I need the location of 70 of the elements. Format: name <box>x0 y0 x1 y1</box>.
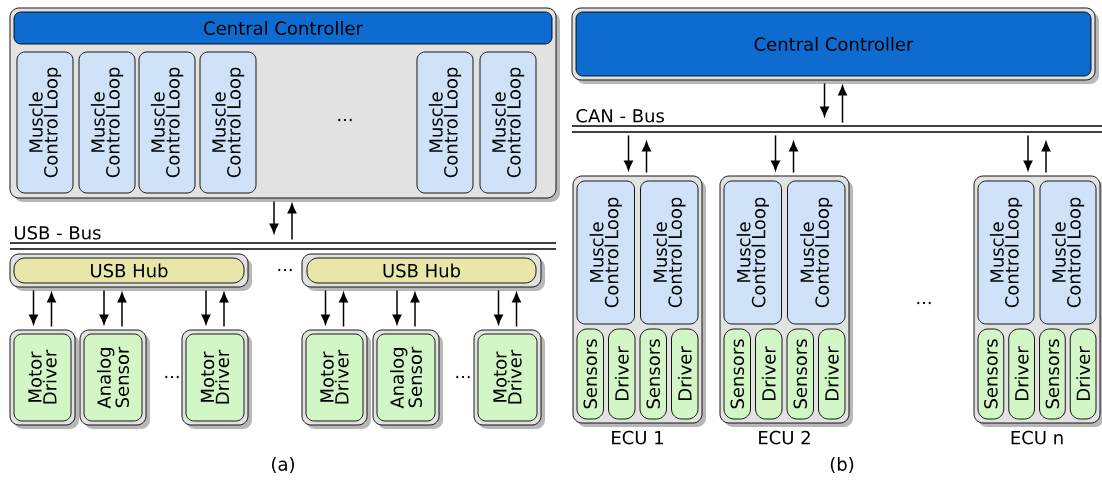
control-loop-box: Muscle Control Loop <box>977 180 1035 325</box>
arrow <box>47 292 56 328</box>
arrow <box>321 289 330 325</box>
panel-label: (a) <box>272 457 294 473</box>
arrow <box>512 292 521 328</box>
hub-box: USB Hub <box>306 257 537 284</box>
io-box: Driver <box>1008 328 1035 420</box>
arrow <box>219 292 229 328</box>
bus-label: USB - Bus <box>15 225 101 240</box>
arrow <box>269 200 279 234</box>
arrow <box>29 289 38 325</box>
io-box: Driver <box>608 328 636 420</box>
arrow <box>771 134 780 171</box>
io-box: Sensors <box>639 328 667 420</box>
io-box: Sensors <box>1039 328 1066 420</box>
control-loop-box: Muscle Control Loop <box>1039 180 1097 325</box>
io-box: Sensors <box>576 328 604 420</box>
ellipsis: ... <box>278 268 292 272</box>
bus-line <box>571 125 1102 133</box>
device-box: Motor Driver <box>305 333 364 422</box>
io-box: Sensors <box>977 328 1005 420</box>
bus-label: CAN - Bus <box>576 108 664 123</box>
ecu-label: ECU 1 <box>612 430 663 445</box>
arrow <box>1041 141 1051 174</box>
ecu-label: ECU 2 <box>759 430 810 445</box>
arrow <box>1023 134 1033 171</box>
control-loop-box: Muscle Control Loop <box>199 51 257 194</box>
control-loop-box: Muscle Control Loop <box>138 51 196 194</box>
hub-box: USB Hub <box>13 257 245 284</box>
io-box: Sensors <box>786 328 814 420</box>
device-box: Motor Driver <box>477 333 538 422</box>
device-box: Analog Sensor <box>376 333 436 422</box>
arrow <box>117 292 127 328</box>
control-loop-box: Muscle Control Loop <box>479 51 537 194</box>
arrow <box>339 292 348 328</box>
control-loop-box: Muscle Control Loop <box>640 180 699 325</box>
control-loop-box: Muscle Control Loop <box>787 180 846 325</box>
device-box: Motor Driver <box>13 333 72 422</box>
control-loop-box: Muscle Control Loop <box>16 51 74 194</box>
ellipsis: ... <box>456 375 470 379</box>
ellipsis: ... <box>917 301 931 305</box>
arrow <box>410 292 420 328</box>
arrow <box>789 141 798 174</box>
arrow <box>624 134 633 171</box>
ellipsis: ... <box>338 118 352 122</box>
io-box: Driver <box>1069 328 1097 420</box>
arrow <box>820 82 829 117</box>
io-box: Sensors <box>723 328 751 420</box>
arrow <box>838 85 847 124</box>
control-loop-box: Muscle Control Loop <box>416 51 474 194</box>
controller-box: Central Controller <box>13 11 553 45</box>
arrow <box>642 141 651 174</box>
control-loop-box: Muscle Control Loop <box>78 51 136 194</box>
ellipsis: ... <box>165 375 179 379</box>
device-box: Motor Driver <box>185 333 245 422</box>
arrow <box>287 203 297 241</box>
ecu-label: ECU n <box>1011 430 1063 445</box>
arrow <box>99 289 109 325</box>
io-box: Driver <box>671 328 699 420</box>
control-loop-box: Muscle Control Loop <box>723 180 782 325</box>
io-box: Driver <box>755 328 783 420</box>
io-box: Driver <box>818 328 846 420</box>
controller-box: Central Controller <box>575 11 1092 77</box>
device-box: Analog Sensor <box>83 333 143 422</box>
arrow <box>201 289 211 325</box>
arrow <box>392 289 402 325</box>
control-loop-box: Muscle Control Loop <box>576 180 635 325</box>
arrow <box>494 289 503 325</box>
panel-label: (b) <box>830 457 854 474</box>
bus-line <box>9 242 557 250</box>
